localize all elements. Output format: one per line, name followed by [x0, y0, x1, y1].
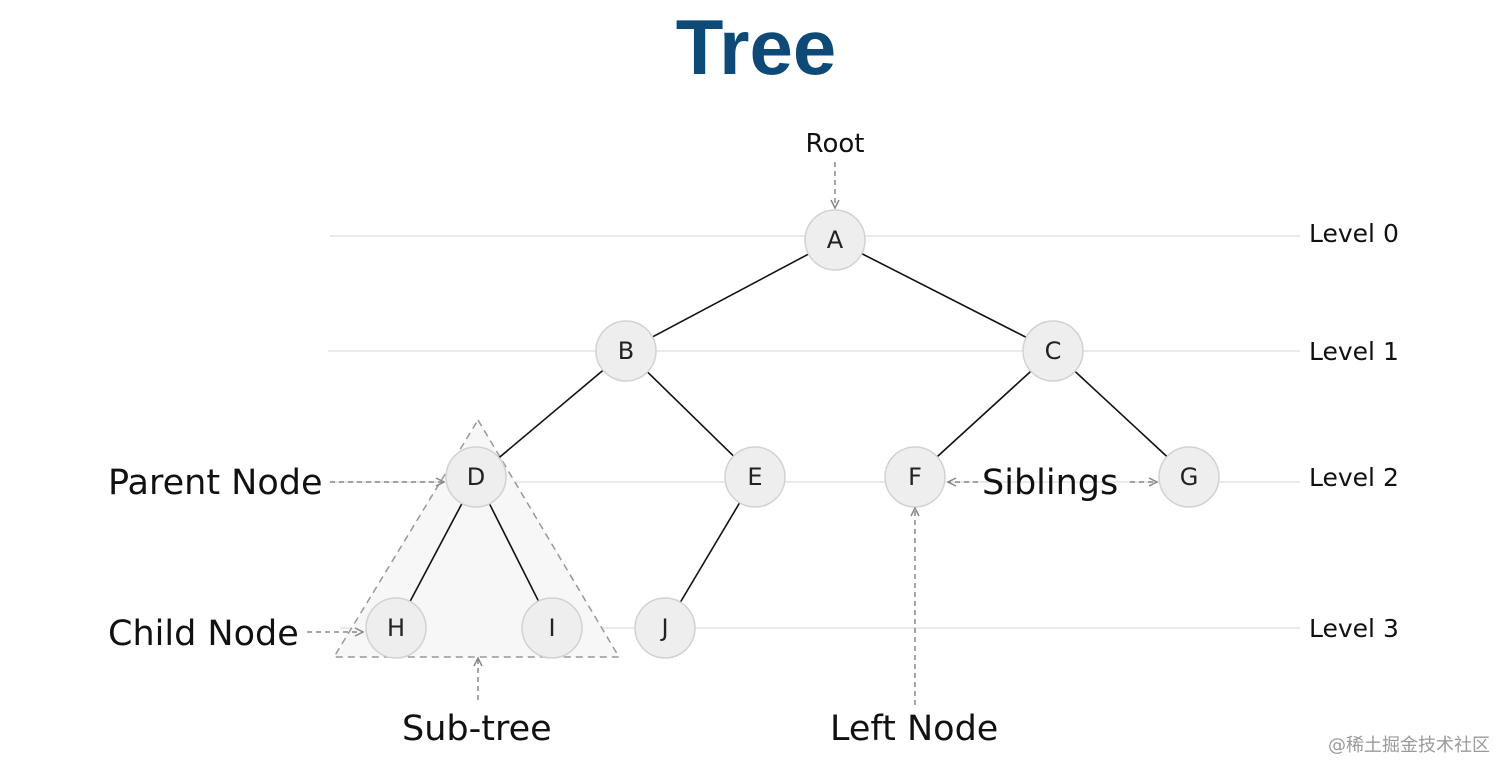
node-label: I — [548, 614, 555, 642]
node-circle — [595, 320, 657, 382]
parent-node-label: Parent Node — [108, 463, 323, 503]
node-label: H — [387, 614, 405, 642]
edge-d-h — [409, 503, 463, 602]
node-label: C — [1045, 337, 1062, 365]
level-3-label: Level 3 — [1309, 614, 1399, 643]
edge-b-d — [498, 369, 604, 459]
node-e: E — [724, 446, 786, 508]
node-circle — [445, 446, 507, 508]
node-circle — [804, 209, 866, 271]
node-label: F — [908, 463, 922, 491]
node-label: J — [659, 614, 668, 642]
node-label: E — [747, 463, 762, 491]
sub-tree-label: Sub-tree — [402, 709, 552, 749]
node-circle — [1022, 320, 1084, 382]
node-f: F — [884, 446, 946, 508]
node-a: A — [804, 209, 866, 271]
root-label: Root — [806, 129, 865, 159]
node-label: G — [1180, 463, 1199, 491]
node-i: I — [521, 597, 583, 659]
node-circle — [634, 597, 696, 659]
edge-a-c — [861, 252, 1027, 339]
edge-d-i — [488, 503, 540, 602]
siblings-label: Siblings — [982, 463, 1118, 503]
node-circle — [1158, 446, 1220, 508]
node-label: A — [827, 226, 844, 254]
edge-a-b — [652, 253, 809, 338]
node-g: G — [1158, 446, 1220, 508]
level-1-label: Level 1 — [1309, 337, 1399, 366]
node-d: D — [445, 446, 507, 508]
diagram-title: Tree — [675, 3, 837, 91]
node-label: D — [467, 463, 485, 491]
node-h: H — [365, 597, 427, 659]
level-2-label: Level 2 — [1309, 463, 1399, 492]
tree-edges — [409, 252, 1168, 603]
edge-c-f — [936, 370, 1032, 458]
edge-b-e — [646, 371, 735, 457]
watermark: @稀土掘金技术社区 — [1328, 735, 1490, 756]
node-circle — [724, 446, 786, 508]
child-node-label: Child Node — [108, 614, 299, 654]
node-b: B — [595, 320, 657, 382]
node-j: J — [634, 597, 696, 659]
edge-e-j — [679, 502, 741, 603]
tree-nodes: A B C D E F G H I J — [365, 209, 1220, 659]
level-0-label: Level 0 — [1309, 219, 1399, 248]
left-node-label: Left Node — [830, 709, 998, 749]
node-circle — [365, 597, 427, 659]
node-circle — [521, 597, 583, 659]
node-label: B — [618, 337, 634, 365]
node-c: C — [1022, 320, 1084, 382]
edge-c-g — [1074, 370, 1168, 458]
